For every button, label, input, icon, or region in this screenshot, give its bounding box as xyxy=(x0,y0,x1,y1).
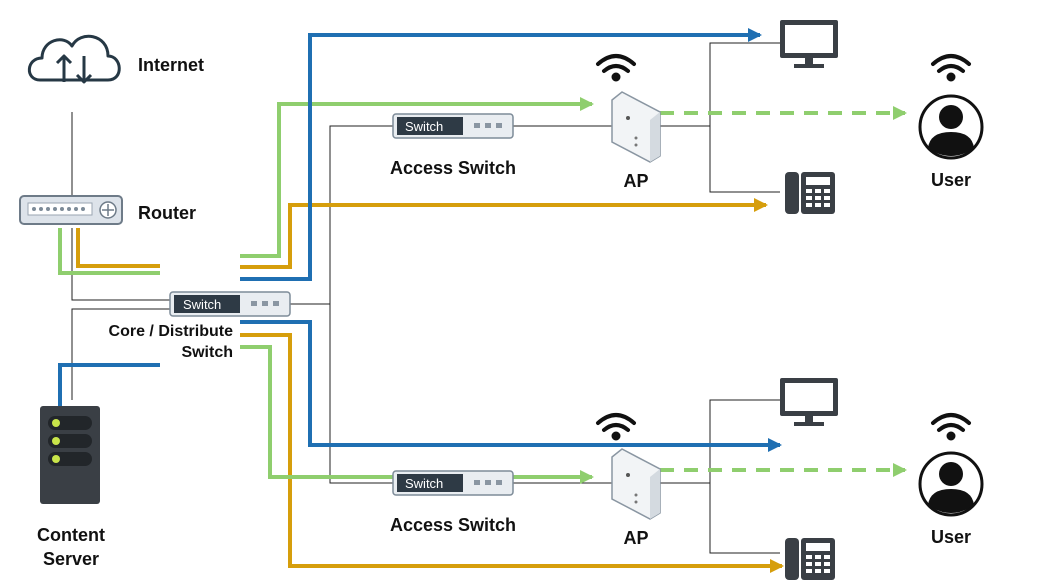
user-bottom-label: User xyxy=(931,527,971,547)
core-switch-label-1: Core / Distribute xyxy=(109,323,234,340)
ap-bottom-label: AP xyxy=(623,528,648,548)
user-top-label: User xyxy=(931,170,971,190)
flow-blue-server xyxy=(58,363,160,408)
server-icon xyxy=(40,406,100,504)
wifi-icon xyxy=(931,54,971,82)
flow-green-bottom xyxy=(240,345,594,484)
wifi-icon xyxy=(596,54,636,82)
physical-links xyxy=(71,42,780,554)
flow-orange-top xyxy=(240,198,768,269)
access-switch-top-icon xyxy=(392,113,514,139)
internet-label: Internet xyxy=(138,55,204,75)
access-point-icon xyxy=(611,448,661,520)
core-switch-icon xyxy=(169,291,291,317)
content-server-label-2: Server xyxy=(43,549,99,569)
core-switch-text: Switch xyxy=(183,297,221,312)
router-label: Router xyxy=(138,203,196,223)
access-switch-bottom-icon xyxy=(392,470,514,496)
flow-blue-bottom xyxy=(240,320,782,452)
wifi-icon xyxy=(596,413,636,441)
access-switch-top-text: Switch xyxy=(405,119,443,134)
monitor-icon xyxy=(780,20,838,68)
access-switch-bottom-label: Access Switch xyxy=(390,515,516,535)
access-switch-top-label: Access Switch xyxy=(390,158,516,178)
wifi-icon xyxy=(931,413,971,441)
flow-orange-router xyxy=(76,228,160,268)
flow-green-router xyxy=(58,228,160,275)
router-icon xyxy=(19,195,123,225)
user-icon xyxy=(918,451,984,517)
phone-icon xyxy=(785,538,835,580)
ap-top-label: AP xyxy=(623,171,648,191)
user-icon xyxy=(918,94,984,160)
traffic-flows xyxy=(58,28,907,573)
flow-green-top xyxy=(240,97,594,258)
cloud-icon xyxy=(27,34,121,84)
flow-blue-top xyxy=(240,28,762,281)
access-point-icon xyxy=(611,91,661,163)
core-switch-label-2: Switch xyxy=(181,344,233,361)
monitor-icon xyxy=(780,378,838,426)
flow-orange-bottom xyxy=(240,333,784,573)
phone-icon xyxy=(785,172,835,214)
access-switch-bottom-text: Switch xyxy=(405,476,443,491)
content-server-label-1: Content xyxy=(37,525,105,545)
